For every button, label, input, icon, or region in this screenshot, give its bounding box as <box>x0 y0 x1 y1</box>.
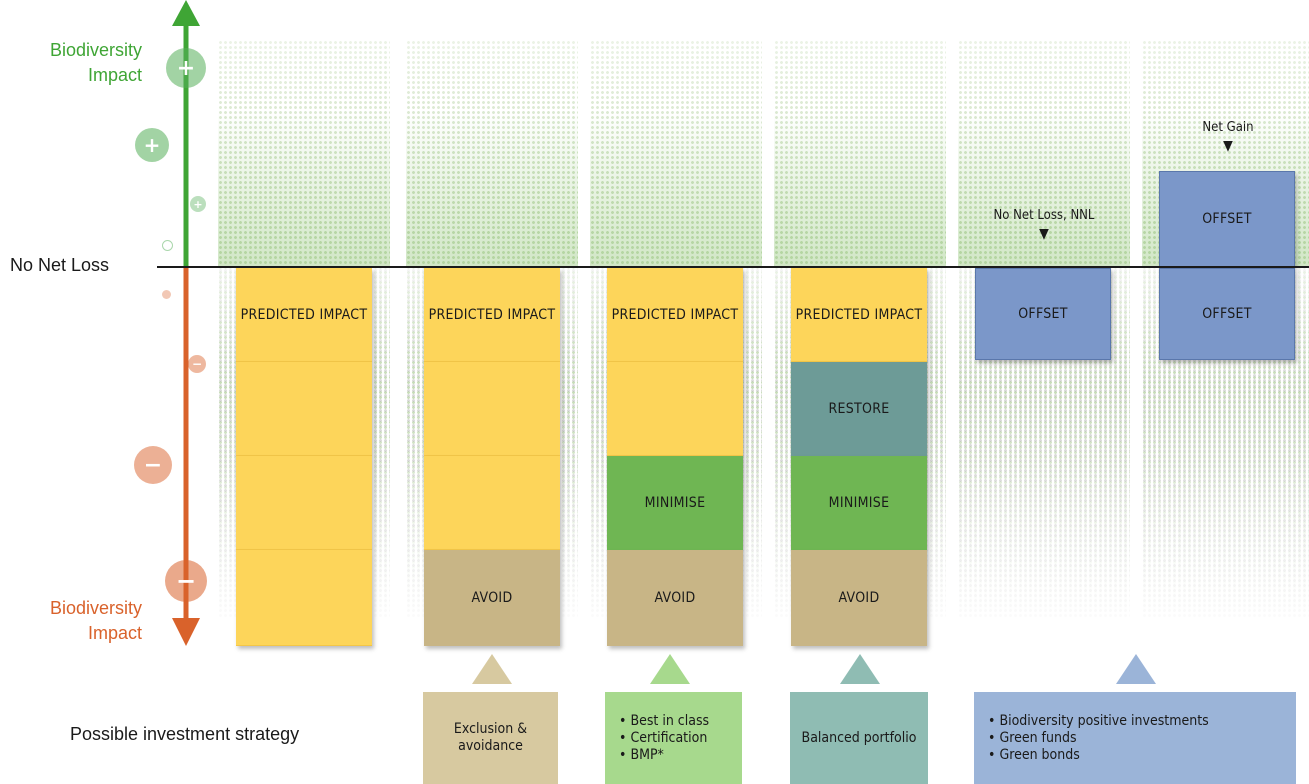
strategy-list-item: Biodiversity positive investments <box>988 713 1208 730</box>
plus-icon-large: + <box>166 48 206 88</box>
axis-top-label: Biodiversity Impact <box>49 40 142 85</box>
column-green-tint-4 <box>774 110 946 268</box>
restore-block: RESTORE <box>791 362 927 456</box>
offset-gain-block: OFFSET <box>1159 171 1295 267</box>
strategy-list-item: Best in class <box>619 713 709 730</box>
strategy-list: Biodiversity positive investments Green … <box>988 713 1209 764</box>
down-triangle-icon: ▼ <box>1223 138 1233 154</box>
strategy-best-in-class: Best in class Certification BMP* <box>605 692 742 784</box>
vertical-axis <box>172 0 200 646</box>
predicted-impact-block: PREDICTED IMPACT <box>424 268 560 362</box>
triangle-pointer-positive <box>1116 654 1156 684</box>
column-green-tint-5 <box>958 110 1130 268</box>
avoid-block: AVOID <box>424 550 560 646</box>
minus-icon-tiny <box>162 290 171 299</box>
minus-icon-large: − <box>165 560 207 602</box>
strategy-list-item: Green funds <box>988 730 1209 747</box>
column-green-tint-1 <box>218 110 390 268</box>
no-net-loss-marker: No Net Loss, NNL ▼ <box>960 208 1128 242</box>
strategy-biodiversity-positive: Biodiversity positive investments Green … <box>974 692 1296 784</box>
axis-positive-segment <box>183 24 189 268</box>
marker-label: Net Gain <box>1202 120 1254 135</box>
avoid-block: AVOID <box>607 550 743 646</box>
plus-icon-tiny <box>162 240 173 251</box>
strategy-list-item: Certification <box>619 730 709 747</box>
strategy-list-item: BMP* <box>619 747 709 764</box>
strategy-label: Exclusion & avoidance <box>453 721 528 754</box>
axis-negative-segment <box>183 268 189 624</box>
strategy-balanced-portfolio: Balanced portfolio <box>790 692 928 784</box>
predicted-impact-block: PREDICTED IMPACT <box>791 268 927 362</box>
offset-block: OFFSET <box>975 268 1111 360</box>
minus-icon-medium: − <box>134 446 172 484</box>
minus-icon-small: − <box>188 355 206 373</box>
minimise-block: MINIMISE <box>791 456 927 550</box>
column-green-tint-2 <box>406 110 578 268</box>
strategy-exclusion-avoidance: Exclusion & avoidance <box>423 692 558 784</box>
predicted-impact-block: PREDICTED IMPACT <box>236 268 372 362</box>
axis-bottom-label: Biodiversity Impact <box>49 598 142 643</box>
no-net-loss-line <box>157 266 1309 268</box>
impact-block <box>236 456 372 550</box>
baseline-label: No Net Loss <box>10 255 110 275</box>
avoid-block: AVOID <box>791 550 927 646</box>
column-green-tint-3 <box>590 110 762 268</box>
impact-block <box>424 456 560 550</box>
marker-label: No Net Loss, NNL <box>993 208 1095 223</box>
down-arrow-icon <box>172 618 200 646</box>
plus-icon-small: + <box>190 196 206 212</box>
impact-block <box>607 362 743 456</box>
strategy-label: Balanced portfolio <box>801 729 917 746</box>
triangle-pointer-balanced <box>840 654 880 684</box>
plus-icon-medium: + <box>135 128 169 162</box>
impact-block <box>236 550 372 646</box>
minimise-block: MINIMISE <box>607 456 743 550</box>
impact-block <box>236 362 372 456</box>
impact-block <box>424 362 560 456</box>
offset-block: OFFSET <box>1159 268 1295 360</box>
up-arrow-icon <box>172 0 200 26</box>
strategy-title: Possible investment strategy <box>70 724 300 744</box>
down-triangle-icon: ▼ <box>1039 226 1049 242</box>
strategy-list-item: Green bonds <box>988 747 1209 764</box>
strategy-list: Best in class Certification BMP* <box>619 713 709 764</box>
triangle-pointer-exclusion <box>472 654 512 684</box>
predicted-impact-block: PREDICTED IMPACT <box>607 268 743 362</box>
net-gain-marker: Net Gain ▼ <box>1160 120 1296 154</box>
triangle-pointer-best-in-class <box>650 654 690 684</box>
